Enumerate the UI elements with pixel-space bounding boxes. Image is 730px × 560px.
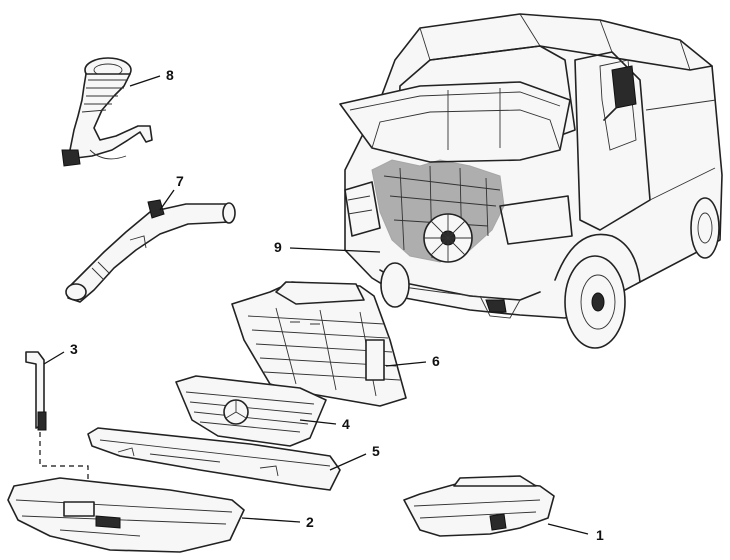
callout-labels: 1 2 3 4 5 6 7 8 9 [70, 67, 604, 543]
part-8-intake-hose [61, 57, 153, 167]
part-7-charge-air-pipe [65, 199, 236, 303]
callout-1: 1 [596, 527, 604, 543]
callout-6: 6 [432, 353, 440, 369]
callout-2: 2 [306, 514, 314, 530]
part-4-front-grille [175, 375, 327, 447]
callout-3: 3 [70, 341, 78, 357]
part-6-radiator-grille [231, 281, 407, 407]
part-5-front-spoiler [87, 427, 341, 491]
part-2-front-bumper [7, 477, 245, 553]
part-1-oil-pan [403, 475, 555, 537]
callout-5: 5 [372, 443, 380, 459]
callout-9: 9 [274, 239, 282, 255]
callout-8: 8 [166, 67, 174, 83]
callout-4: 4 [342, 416, 350, 432]
van-illustration [339, 13, 723, 349]
callout-7: 7 [176, 173, 184, 189]
callout-leaders [43, 75, 589, 535]
